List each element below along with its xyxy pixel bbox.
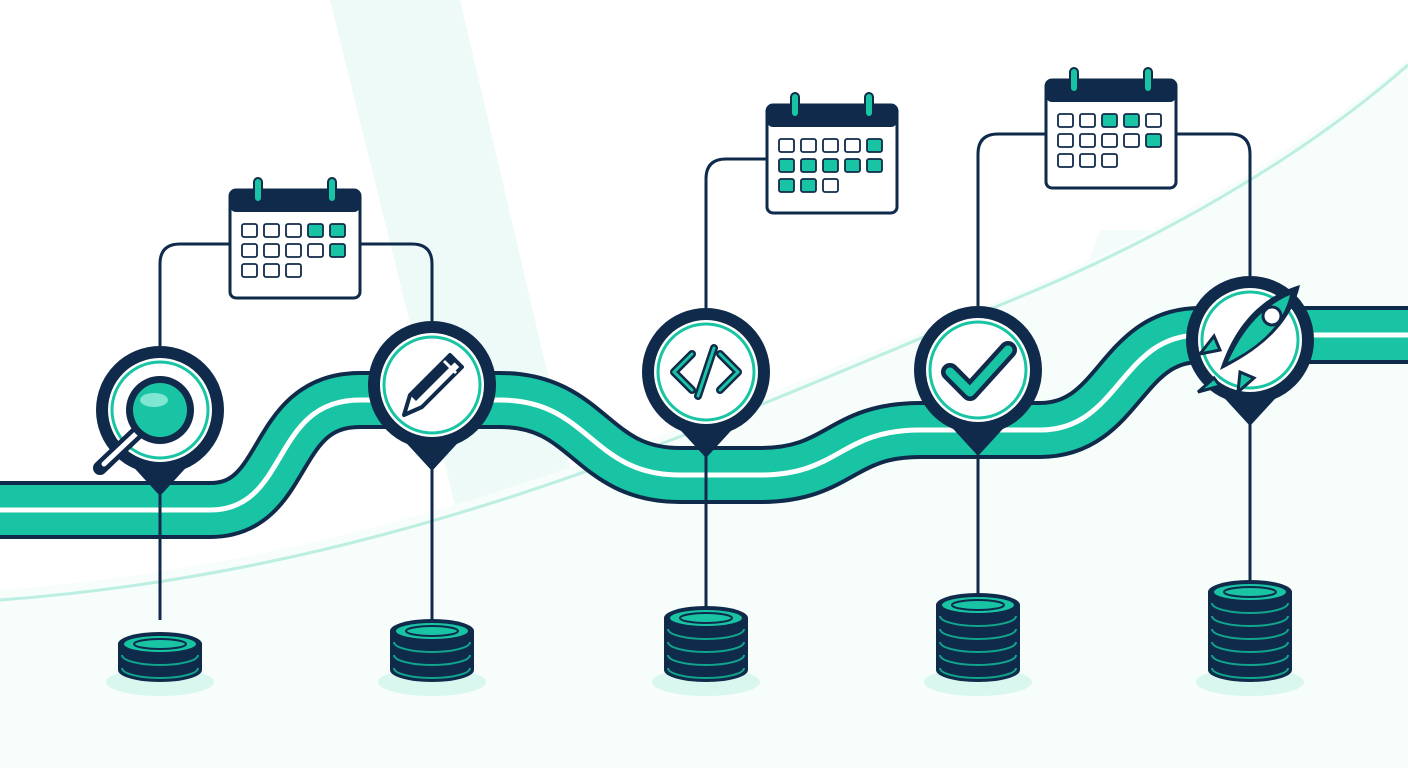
calendar-day-cell [241,223,258,238]
calendar-connector [704,157,767,308]
background-growth-curve [0,63,1408,602]
calendar-day-cell [800,138,817,153]
calendar-day-cell [285,223,302,238]
milestone-pin [93,346,224,620]
calendar-day-cell [844,138,861,153]
calendar-day-cell [1123,133,1140,148]
calendar-day-cell [1057,113,1074,128]
calendar-day-cell [1123,113,1140,128]
calendar-day-cell [1101,153,1118,168]
calendar-day-cell [800,158,817,173]
calendar-day-cell [1079,133,1096,148]
calendar-day-cell [1079,153,1096,168]
coin-stack [652,606,760,696]
pencil-icon [402,353,464,417]
calendar-connector [1176,132,1252,276]
calendar-day-cell [307,223,324,238]
calendar-day-cell [1079,113,1096,128]
calendar-connector [976,132,1046,306]
calendar-day-cell [778,178,795,193]
calendar-day-cell [822,158,839,173]
coin-stack [106,632,214,696]
milestone-pin [642,308,770,620]
calendar-icon [765,92,899,215]
calendar-day-cell [329,243,346,258]
calendar-day-cell [778,138,795,153]
coin-stack [378,619,486,696]
calendar-day-cell [241,263,258,278]
roadmap-path [0,306,1408,539]
calendar-day-cell [1057,153,1074,168]
checkmark-icon [941,341,1017,401]
calendar-icon [1044,67,1178,190]
milestone-pin [1186,276,1314,620]
calendar-day-cell [844,158,861,173]
calendar-day-cell [1101,133,1118,148]
coin-stack [924,593,1032,696]
calendar-day-cell [800,178,817,193]
calendar-day-cell [1057,133,1074,148]
calendar-day-cell [263,263,280,278]
background-growth-curve-area [0,60,1408,768]
calendar-day-cell [285,263,302,278]
milestone-pin [368,321,496,620]
calendar-day-cell [778,158,795,173]
calendar-day-cell [822,178,839,193]
calendar-connector [158,242,230,346]
code-brackets-icon [666,332,746,412]
magnifier-icon [93,376,194,475]
calendar-connector [360,242,434,321]
calendar-day-cell [866,138,883,153]
calendar-day-cell [1145,113,1162,128]
calendar-day-cell [329,223,346,238]
calendar-day-cell [1101,113,1118,128]
calendar-day-cell [866,158,883,173]
calendar-day-cell [285,243,302,258]
calendar-day-cell [263,223,280,238]
calendar-day-cell [1145,133,1162,148]
coin-stack [1196,580,1304,696]
calendar-day-cell [822,138,839,153]
milestone-pin [914,306,1042,620]
rocket-icon [1196,285,1300,396]
calendar-day-cell [307,243,324,258]
calendar-icon [228,177,362,300]
calendar-day-cell [241,243,258,258]
calendar-day-cell [263,243,280,258]
